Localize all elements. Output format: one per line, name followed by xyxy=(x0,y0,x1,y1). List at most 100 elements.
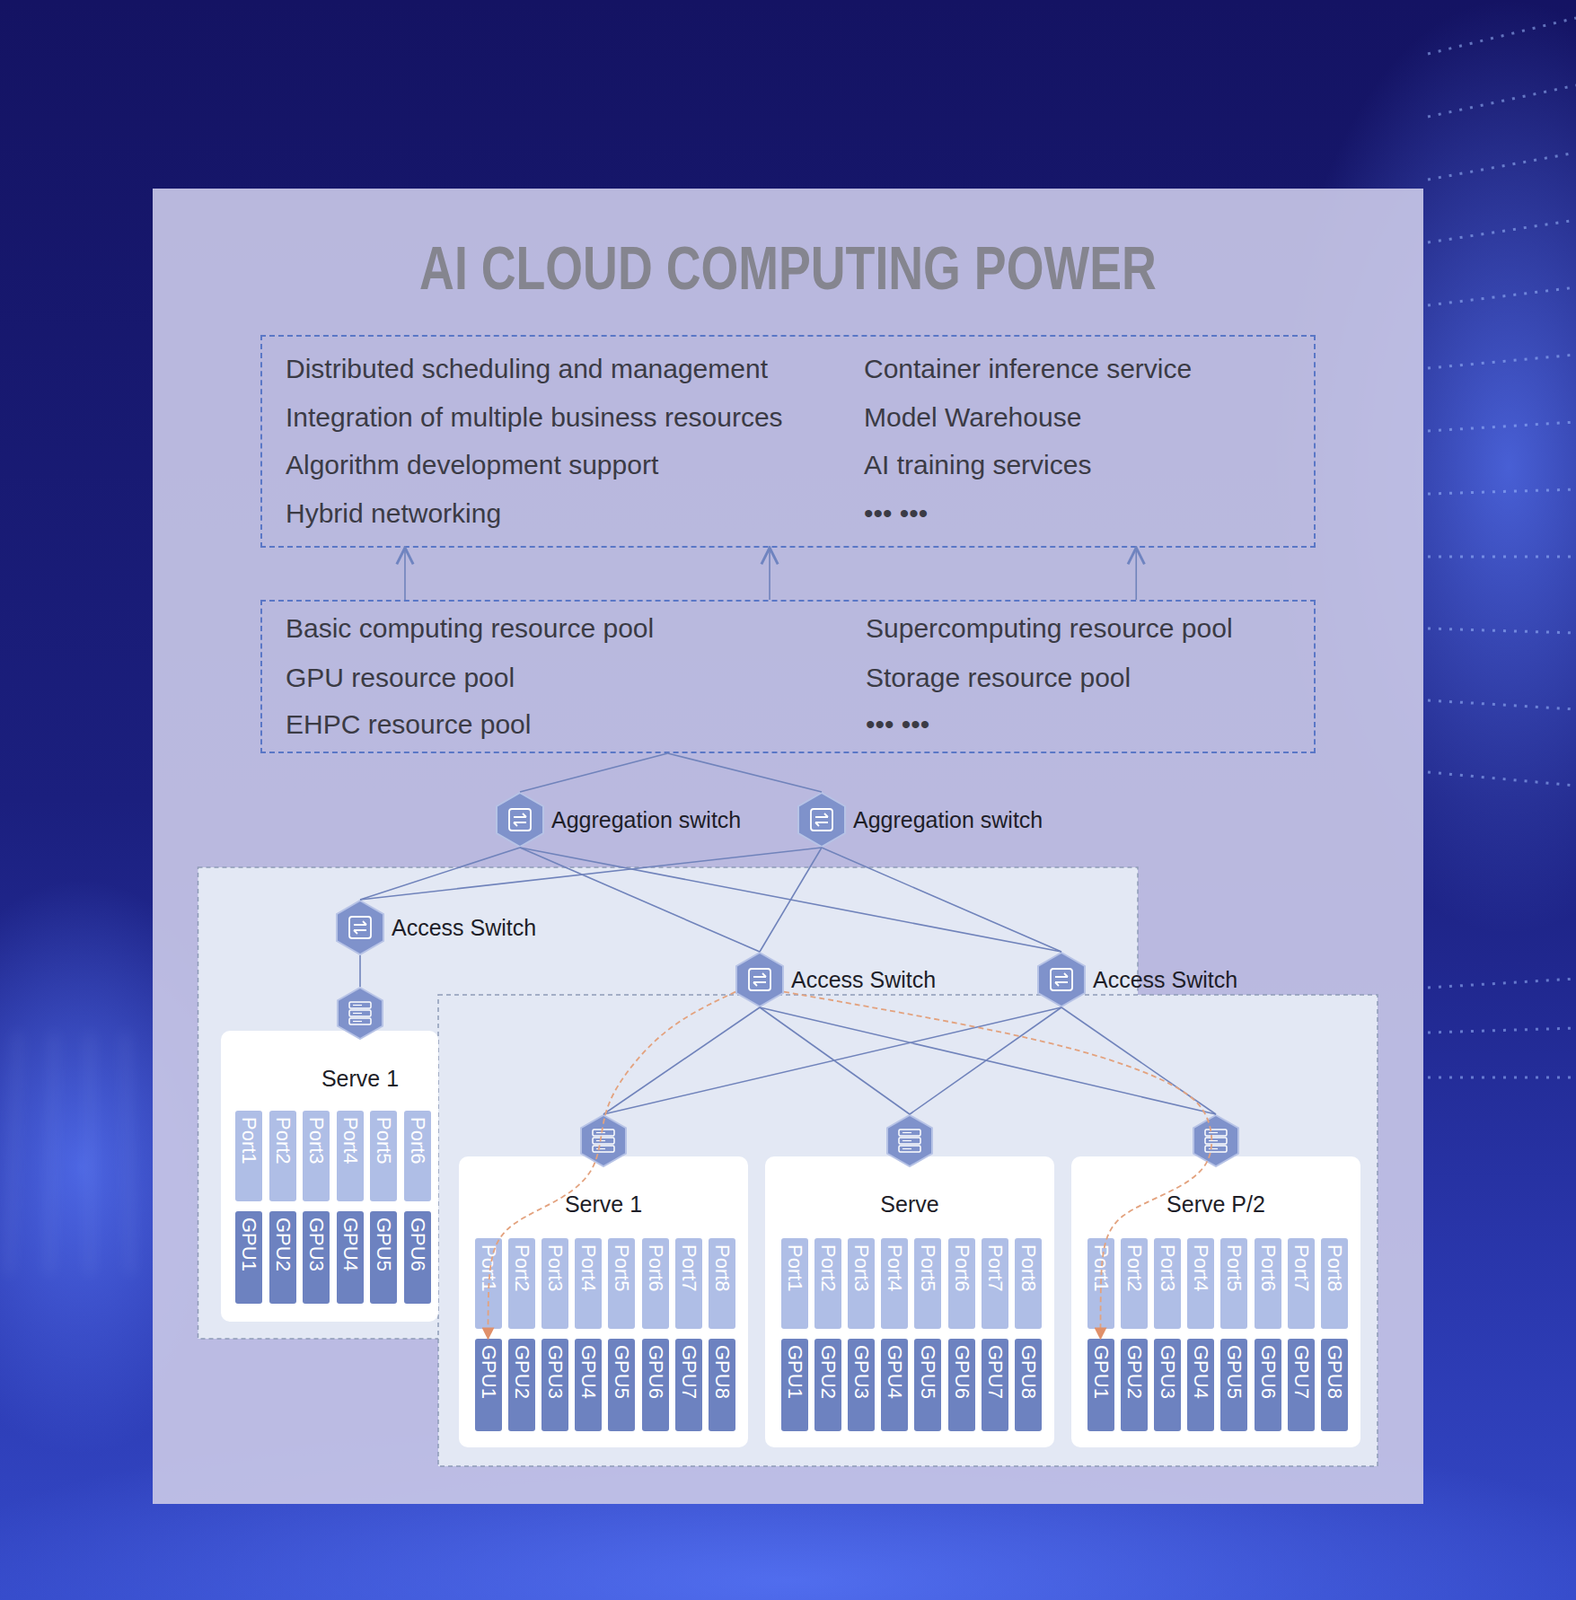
server-slot-line xyxy=(902,1132,912,1134)
dashed-group-box: Distributed scheduling and managementInt… xyxy=(260,334,1316,548)
gpu-label: GPU1 xyxy=(476,1345,501,1400)
port-label: Port5 xyxy=(609,1244,634,1293)
port-label: Port7 xyxy=(983,1244,1007,1293)
hexagon xyxy=(887,1115,933,1167)
port-label: Port2 xyxy=(510,1244,534,1293)
gpu-box: GPU6 xyxy=(642,1338,670,1432)
server-slot-line xyxy=(902,1140,912,1142)
port-label: Port2 xyxy=(1122,1244,1146,1293)
port-label: Port6 xyxy=(950,1244,974,1293)
server-slot-line xyxy=(1208,1132,1218,1134)
port-box: Port8 xyxy=(1320,1238,1348,1330)
gpu-box: GPU1 xyxy=(235,1211,263,1304)
gpu-box: GPU4 xyxy=(880,1338,908,1432)
port-box: Port2 xyxy=(269,1110,297,1202)
port-box: Port2 xyxy=(1120,1238,1148,1330)
gpu-box: GPU2 xyxy=(508,1338,536,1432)
server-slot xyxy=(349,1002,371,1009)
link-line xyxy=(759,1007,910,1115)
switch-label: Access Switch xyxy=(791,966,936,994)
port-box: Port8 xyxy=(708,1238,736,1330)
gpu-box: GPU8 xyxy=(708,1338,736,1432)
switch-glyph xyxy=(810,809,833,831)
main-panel xyxy=(152,188,1424,1505)
gpu-label: GPU6 xyxy=(1256,1345,1280,1400)
list-item: Integration of multiple business resourc… xyxy=(285,401,784,434)
server-slot-line xyxy=(352,1021,362,1022)
gpu-box: GPU6 xyxy=(948,1338,976,1432)
traffic-path xyxy=(783,992,1212,1339)
port-box: Port1 xyxy=(475,1238,502,1330)
switch-node: Access Switch xyxy=(1037,951,1086,1008)
switch-arrows xyxy=(753,973,766,987)
link-line xyxy=(603,1007,1062,1115)
gpu-box: GPU7 xyxy=(981,1338,1009,1432)
port-label: Port3 xyxy=(1155,1244,1180,1293)
port-label: Port4 xyxy=(576,1244,600,1293)
port-label: Port4 xyxy=(1188,1244,1213,1293)
hexagon xyxy=(337,987,383,1039)
gpu-label: GPU1 xyxy=(1089,1345,1113,1400)
gpu-box: GPU3 xyxy=(1153,1338,1181,1432)
port-box: Port7 xyxy=(981,1238,1009,1330)
server-icon xyxy=(886,1114,934,1168)
switch-arrows xyxy=(353,921,367,934)
gpu-label: GPU1 xyxy=(783,1345,807,1400)
gpu-box: GPU7 xyxy=(675,1338,703,1432)
port-label: Port3 xyxy=(849,1244,873,1293)
gpu-box: GPU5 xyxy=(369,1211,397,1304)
port-label: Port5 xyxy=(1222,1244,1246,1293)
gpu-label: GPU7 xyxy=(983,1345,1007,1400)
gpu-label: GPU7 xyxy=(677,1345,701,1400)
gpu-box: GPU1 xyxy=(781,1338,809,1432)
gpu-label: GPU6 xyxy=(405,1217,430,1272)
port-label: Port6 xyxy=(405,1117,430,1165)
port-box: Port3 xyxy=(541,1238,569,1330)
server-card: Serve 1Port1Port2Port3Port4Port5Port6GPU… xyxy=(220,986,439,1322)
light-dots xyxy=(1427,17,1576,1078)
switch-node: Access Switch xyxy=(335,899,385,956)
list-item: Basic computing resource pool xyxy=(285,612,654,645)
port-box: Port3 xyxy=(847,1238,875,1330)
gpu-label: GPU3 xyxy=(543,1345,567,1400)
port-label: Port1 xyxy=(783,1244,807,1293)
server-icon xyxy=(336,986,384,1040)
light-streaks xyxy=(8,1032,131,1276)
switch-icon xyxy=(495,792,545,848)
switch-arrows xyxy=(1055,973,1068,987)
gpu-label: GPU5 xyxy=(1222,1345,1246,1400)
link-line xyxy=(668,753,822,793)
port-box: Port5 xyxy=(1220,1238,1248,1330)
list-item: Storage resource pool xyxy=(865,661,1131,695)
port-label: Port6 xyxy=(643,1244,668,1293)
title-wrap: AI CLOUD COMPUTING POWER xyxy=(152,231,1424,304)
port-box: Port4 xyxy=(336,1110,364,1202)
port-box: Port2 xyxy=(814,1238,842,1330)
port-box: Port4 xyxy=(1187,1238,1215,1330)
server-slot xyxy=(592,1129,615,1136)
server-slot-line xyxy=(352,1004,362,1006)
link-line xyxy=(759,1007,1216,1115)
traffic-path xyxy=(488,992,737,1339)
port-box: Port3 xyxy=(1153,1238,1181,1330)
gpu-box: GPU2 xyxy=(814,1338,842,1432)
port-box: Port7 xyxy=(675,1238,703,1330)
list-item: Hybrid networking xyxy=(285,497,502,530)
server-slot xyxy=(1205,1137,1227,1145)
gpu-label: GPU5 xyxy=(609,1345,634,1400)
gpu-label: GPU7 xyxy=(1289,1345,1313,1400)
server-name: Serve 1 xyxy=(458,1190,749,1218)
gpu-box: GPU4 xyxy=(336,1211,364,1304)
hexagon xyxy=(1193,1115,1239,1167)
gpu-label: GPU3 xyxy=(304,1217,328,1272)
server-icon xyxy=(580,1114,627,1168)
port-box: Port1 xyxy=(235,1110,263,1202)
link-line xyxy=(1061,1007,1216,1115)
hexagon xyxy=(496,792,544,847)
link-line xyxy=(821,847,1062,952)
gpu-box: GPU4 xyxy=(1187,1338,1215,1432)
server-slot xyxy=(898,1129,921,1136)
port-label: Port2 xyxy=(271,1117,295,1165)
